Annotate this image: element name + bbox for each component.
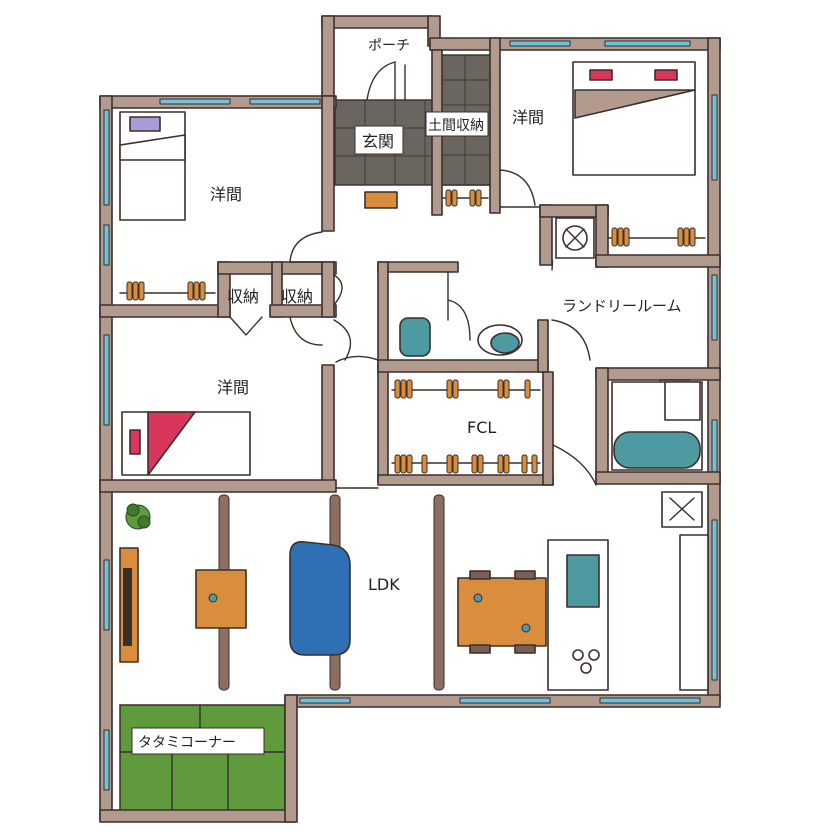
label-earthen-storage: 土間収納 bbox=[428, 118, 484, 134]
label-ldk: LDK bbox=[368, 575, 400, 594]
label-storage-left: 収納 bbox=[227, 287, 259, 306]
label-western-room-middle: 洋間 bbox=[217, 378, 249, 397]
room-labels: ポーチ 玄関 土間収納 洋間 洋間 収納 収納 ランドリールーム 洋間 FCL … bbox=[131, 38, 682, 755]
label-storage-right: 収納 bbox=[281, 287, 313, 306]
bed-middle bbox=[121, 411, 251, 476]
bed-top-left bbox=[119, 111, 186, 221]
label-tatami-corner: タタミコーナー bbox=[138, 735, 236, 751]
doors bbox=[229, 61, 691, 489]
label-western-room-top-left: 洋間 bbox=[210, 185, 242, 204]
bed-top-right bbox=[572, 61, 696, 176]
tatami-floor bbox=[119, 704, 286, 814]
label-fcl: FCL bbox=[467, 418, 496, 437]
label-entrance: 玄関 bbox=[362, 132, 394, 151]
label-western-room-top-right: 洋間 bbox=[512, 108, 544, 127]
label-laundry-room: ランドリールーム bbox=[562, 297, 682, 315]
furniture bbox=[119, 61, 709, 691]
label-porch: ポーチ bbox=[368, 38, 410, 54]
windows bbox=[103, 40, 718, 791]
plant bbox=[125, 503, 151, 530]
